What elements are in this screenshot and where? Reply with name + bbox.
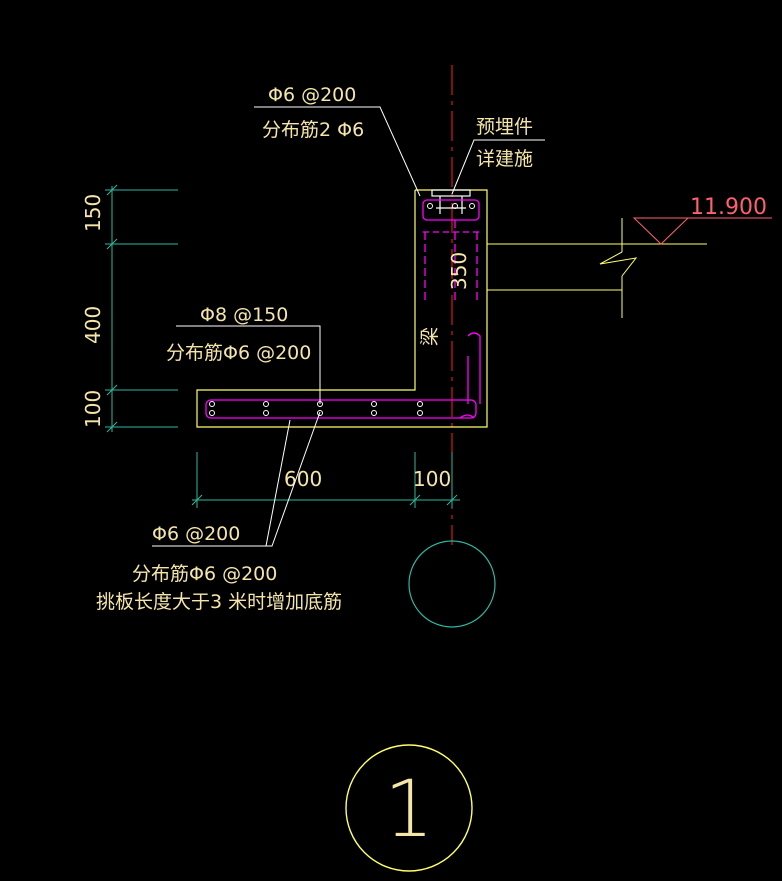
- embed-note-leader: [451, 139, 545, 195]
- dim-600: 600: [284, 467, 322, 491]
- detail-bubble: [345, 744, 473, 872]
- beam-depth-label: 350: [447, 252, 471, 290]
- dim-150: 150: [81, 194, 105, 232]
- rebar-group: [205, 199, 481, 419]
- top-note-line1: Φ6 @200: [268, 84, 356, 106]
- dim-100-left: 100: [81, 390, 105, 428]
- detail-number: 1: [384, 765, 434, 855]
- adjacent-slab: [487, 218, 707, 318]
- embed-note-line2: 详建施: [476, 148, 533, 170]
- elevation-marker: 11.900: [632, 195, 772, 245]
- beam-label: 梁: [419, 327, 441, 346]
- axis-circle: [408, 540, 496, 628]
- mid-note-line2: 分布筋Φ6 @200: [166, 342, 311, 364]
- rebar-dots: [209, 203, 475, 416]
- dim-400: 400: [81, 306, 105, 344]
- slab-beam-outline: [196, 189, 488, 428]
- bottom-note-line2: 分布筋Φ6 @200: [132, 563, 277, 585]
- mid-note-leader: [176, 325, 321, 404]
- elevation-text: 11.900: [690, 195, 767, 220]
- bottom-note-leader: [152, 411, 321, 547]
- dim-100-bottom: 100: [413, 467, 451, 491]
- embed-note-line1: 预埋件: [476, 116, 533, 138]
- bottom-note-line3: 挑板长度大于3 米时增加底筋: [96, 591, 342, 613]
- bottom-note-line1: Φ6 @200: [152, 523, 240, 545]
- embedded-plate: [431, 189, 471, 214]
- mid-note-line1: Φ8 @150: [200, 304, 288, 326]
- left-dimensions: [105, 184, 178, 433]
- bottom-dimensions: [191, 452, 460, 508]
- top-note-leader: [254, 106, 421, 197]
- top-note-line2: 分布筋2 Φ6: [262, 119, 364, 141]
